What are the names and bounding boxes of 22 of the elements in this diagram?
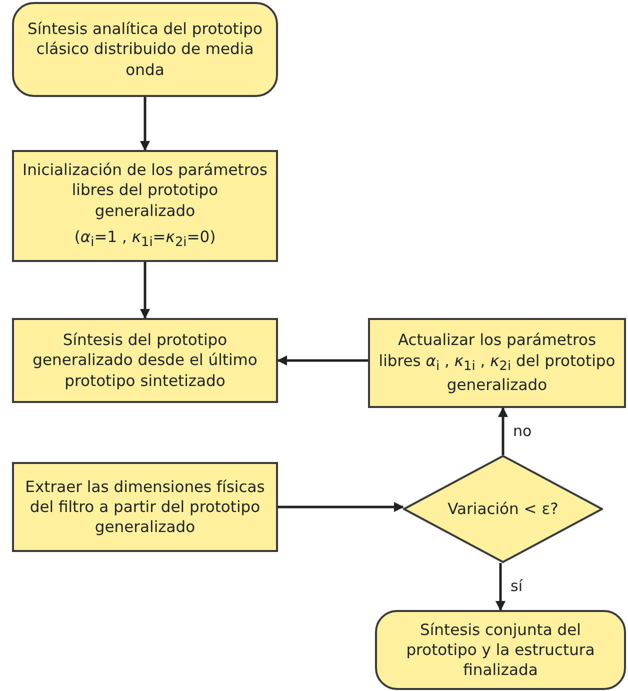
arrow bbox=[278, 502, 404, 512]
arrow bbox=[140, 262, 150, 319]
box-text: Síntesis conjunta del prototipo y la estructura finalizada bbox=[405, 620, 596, 680]
edge-label: sí bbox=[508, 576, 524, 594]
decision-diamond bbox=[403, 455, 603, 563]
box-text: Actualizar los parámetros libres α$_{i}$ , κ$_{1i}$ , κ$_{2i}$ del prototipo generalizado bbox=[378, 330, 616, 396]
process-box bbox=[368, 318, 626, 408]
process-box bbox=[12, 150, 278, 262]
terminal-box bbox=[12, 2, 278, 97]
process-box bbox=[12, 318, 278, 403]
arrow bbox=[498, 407, 508, 455]
process-box bbox=[12, 462, 278, 552]
arrow bbox=[140, 97, 150, 151]
box-text: Síntesis del prototipo generalizado desde el último prototipo sintetizado bbox=[32, 330, 258, 391]
box-text: Inicialización de los parámetros libres del prototipo generalizado bbox=[22, 160, 268, 221]
arrow bbox=[277, 356, 368, 366]
arrow bbox=[496, 563, 506, 611]
formula-text: (α$_{i}$=1 , κ$_{1i}$=κ$_{2i}$=0) bbox=[74, 226, 216, 252]
box-text: Síntesis analítica del prototipo clásico distribuido de media onda bbox=[26, 19, 264, 80]
box-text: Extraer las dimensiones físicas del filtro a partir del prototipo generalizado bbox=[24, 476, 266, 538]
terminal-box bbox=[375, 610, 626, 690]
box-text: Variación < ε? bbox=[448, 498, 558, 520]
